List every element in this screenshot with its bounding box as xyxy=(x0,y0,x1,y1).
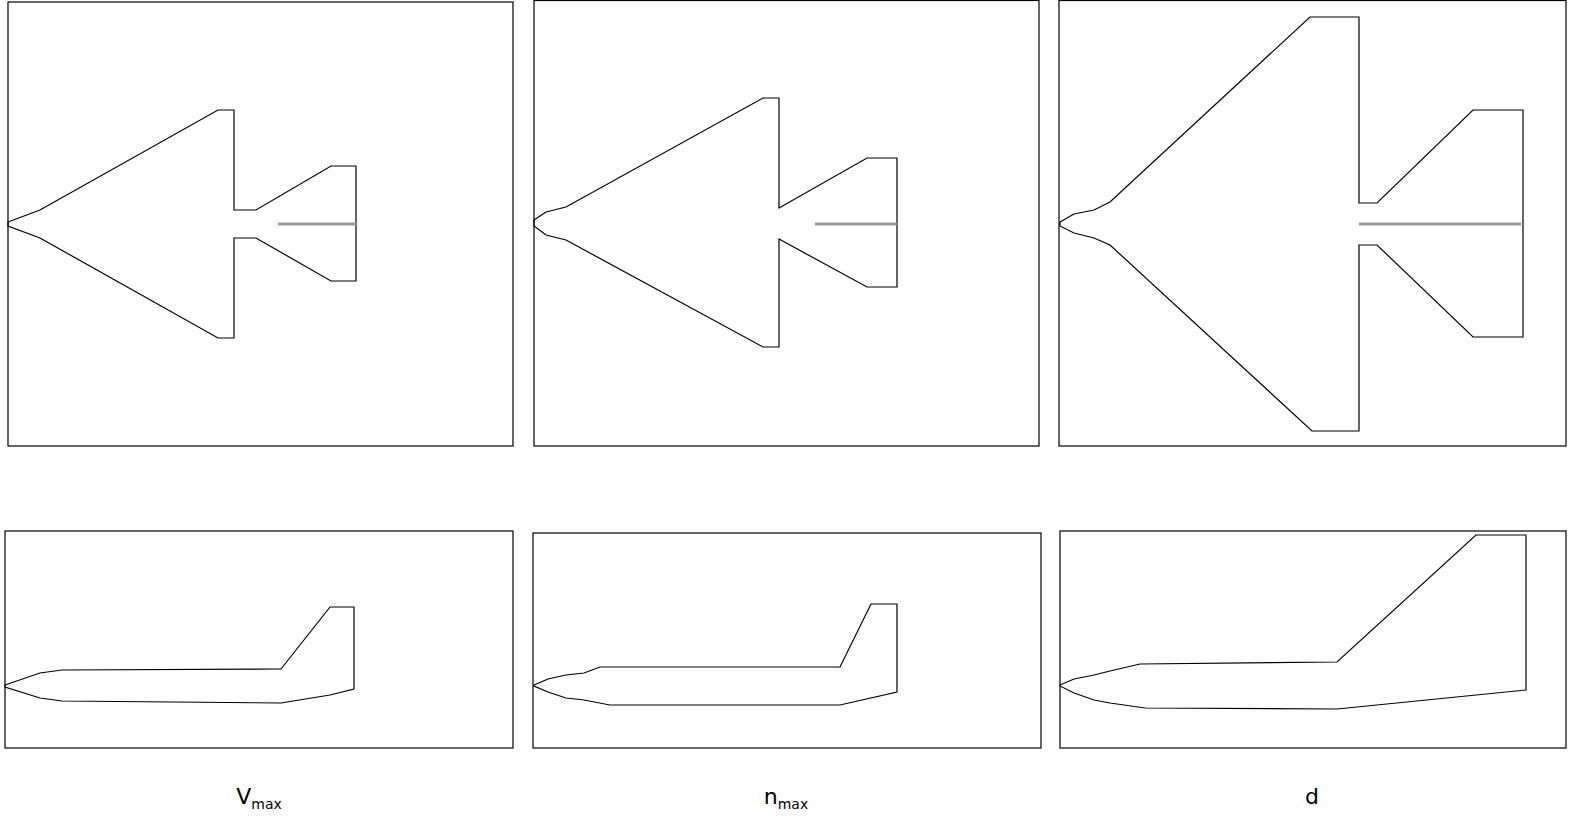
planform-outline xyxy=(8,110,356,338)
panel-frame xyxy=(534,1,1039,447)
panel-frame xyxy=(1059,1,1566,447)
caption-symbol: n xyxy=(764,784,778,809)
caption-symbol: d xyxy=(1305,784,1319,809)
caption-subscript: max xyxy=(778,796,809,812)
panel-frame xyxy=(533,533,1041,748)
caption-symbol: V xyxy=(236,784,251,809)
panel-caption: d xyxy=(1305,784,1319,809)
panel-frame xyxy=(5,531,513,748)
side-view-outline xyxy=(534,604,897,705)
panel-caption: Vmax xyxy=(236,784,282,812)
side-view-outline xyxy=(5,607,354,703)
caption-subscript: max xyxy=(251,796,282,812)
planform-outline xyxy=(534,98,897,347)
panel-frame xyxy=(8,2,513,446)
panel-frame xyxy=(1060,531,1566,748)
fin-line xyxy=(1359,223,1521,226)
fin-line xyxy=(815,223,897,226)
panel-caption: nmax xyxy=(764,784,808,812)
planform-outline xyxy=(1060,17,1523,431)
side-view-outline xyxy=(1060,535,1526,709)
fin-line xyxy=(278,223,356,226)
